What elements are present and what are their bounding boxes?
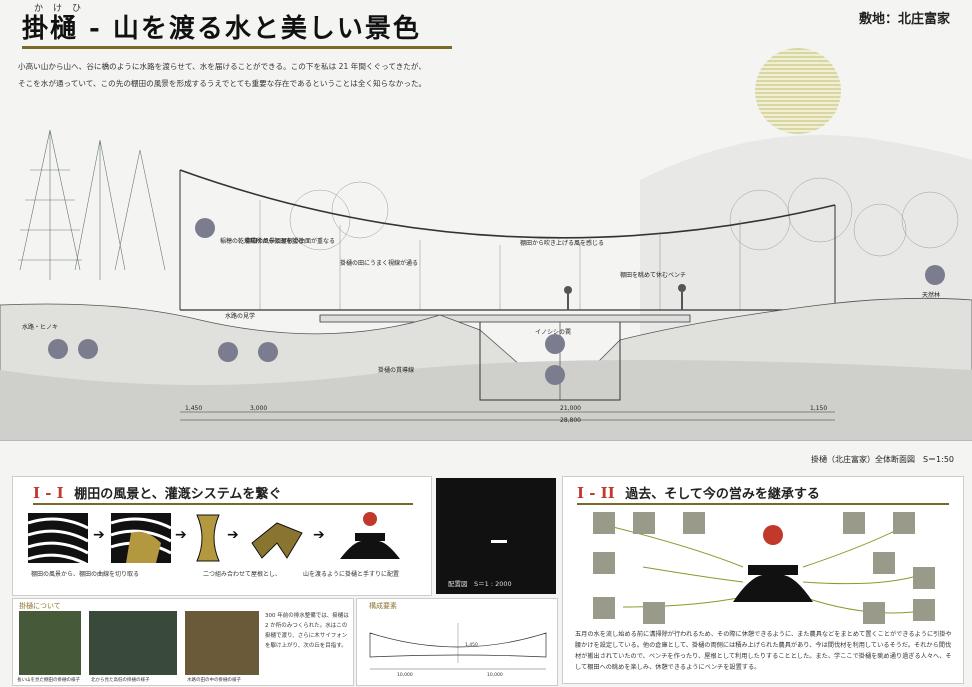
section1-cap1: 棚田の風景から、棚田の曲線を切り取る	[31, 571, 140, 578]
page-title: 掛樋 - 山を渡る水と美しい景色	[22, 14, 421, 44]
terrace-pattern-2	[111, 513, 171, 563]
comp-dim-2: 10,000	[487, 673, 503, 678]
label-wind: 棚田から吹き上げる風を感じる	[520, 240, 605, 247]
curve-piece	[196, 514, 220, 562]
photo-cap-3: 水路の田の中の掛樋の様子	[187, 678, 241, 683]
photo-2	[89, 611, 177, 675]
label-forest: 天然林	[922, 292, 941, 299]
label-roof-curve: 棚田の風景と屋根の曲面が重なる	[245, 238, 336, 245]
arrow-2: ➔	[175, 527, 187, 543]
components-diagram	[369, 623, 547, 670]
photo-cap-1: 長い山を見た棚田の掛樋の様子	[17, 678, 80, 683]
comp-dim-3: 1,450	[465, 643, 478, 648]
label-cypress: 水路・ヒノキ	[22, 324, 59, 331]
label-boar-trap: イノシシの罠	[535, 329, 572, 336]
title-ruby: かけひ	[34, 4, 92, 14]
bridge-icon	[340, 512, 400, 559]
label-sightline: 掛樋の田にうまく視線が通る	[340, 260, 419, 267]
inheritance-diagram	[593, 512, 935, 624]
intro-line-2: そこを水が通っていて、この先の棚田の風景を形成するうえでとても重要な存在であると…	[18, 79, 427, 88]
sun-illustration	[755, 48, 841, 134]
terrace-pattern-1	[28, 513, 88, 563]
section1-title-text: 棚田の風景と、灌漑システムを繋ぐ	[74, 487, 282, 502]
section1-title: I - I 棚田の風景と、灌漑システムを繋ぐ	[33, 483, 281, 502]
drawing-caption: 掛樋（北庄富家）全体断面図 S＝1:50	[810, 455, 954, 464]
arrow-1: ➔	[93, 527, 105, 543]
dim-3: 28,800	[560, 417, 581, 424]
dim-4: 1,450	[185, 405, 203, 412]
comp-dim-1: 10,000	[397, 673, 413, 678]
photo-3	[185, 611, 259, 675]
section2-underline	[577, 503, 949, 505]
label-bench: 棚田を眺めて休むベンチ	[620, 272, 687, 279]
label-waterway: 水路の見学	[225, 313, 256, 320]
panel-about: 掛樋について 長い山を見た棚田の掛樋の様子 北から見た高低の掛樋の様子 水路の田…	[12, 598, 354, 686]
section1-num: I - I	[33, 484, 64, 502]
panel-terrace-system: I - I 棚田の風景と、灌漑システムを繋ぐ ➔ ➔ ➔ ➔ 棚田の風景から、棚…	[12, 476, 432, 596]
roof-form	[251, 522, 303, 559]
site-plan-marker	[491, 540, 507, 543]
intro-line-1: 小高い山から山へ、谷に橋のように水路を渡らせて、水を届けることができる。この下を…	[18, 62, 426, 71]
arrow-3: ➔	[227, 527, 239, 543]
cross-section-drawing	[0, 129, 972, 441]
title-underline	[22, 46, 452, 49]
section2-title: I - II 過去、そして今の営みを継承する	[577, 483, 820, 502]
intro-text: 小高い山から山へ、谷に橋のように水路を渡らせて、水を届けることができる。この下を…	[18, 58, 578, 92]
label-path: 掛樋の貫導線	[378, 367, 415, 374]
label-drying: 稲穂の乾燥場所から棚田を望む	[220, 238, 305, 245]
site-label: 敷地：北庄富家	[858, 12, 950, 27]
section2-body: 五月の水を流し始める前に溝掃除が行われるため、その際に休憩できるように、また農具…	[575, 631, 952, 671]
section2-title-text: 過去、そして今の営みを継承する	[625, 487, 820, 502]
panel-inheritance: I - II 過去、そして今の営みを継承する 五月の水を流し始める前に溝掃除が行…	[562, 476, 964, 684]
dim-5: 1,150	[810, 405, 828, 412]
photo-cap-2: 北から見た高低の掛樋の様子	[91, 678, 150, 683]
arrow-4: ➔	[313, 527, 325, 543]
section1-cap3: 山を渡るように掛樋と手すりに配置	[303, 571, 400, 578]
dim-2: 21,000	[560, 405, 581, 412]
section1-underline	[33, 503, 413, 505]
section3-body: 300 年前の排水整備では、掛樋は 2 か所のみつくられた。水はこの掛樋で渡り、…	[265, 613, 349, 649]
section4-title: 構成要素	[369, 602, 397, 610]
section2-num: I - II	[577, 484, 615, 502]
photo-1	[19, 611, 81, 675]
panel-components: 構成要素 10,000 10,000 1,450	[356, 598, 558, 686]
site-plan-caption: 配置図 S＝1 : 2000	[448, 580, 512, 588]
section3-title: 掛樋について	[19, 602, 61, 610]
dim-1: 3,000	[250, 405, 268, 412]
site-plan-panel: 配置図 S＝1 : 2000	[436, 478, 556, 594]
section1-cap2: 二つ組み合わせて屋根とし、	[203, 571, 282, 578]
